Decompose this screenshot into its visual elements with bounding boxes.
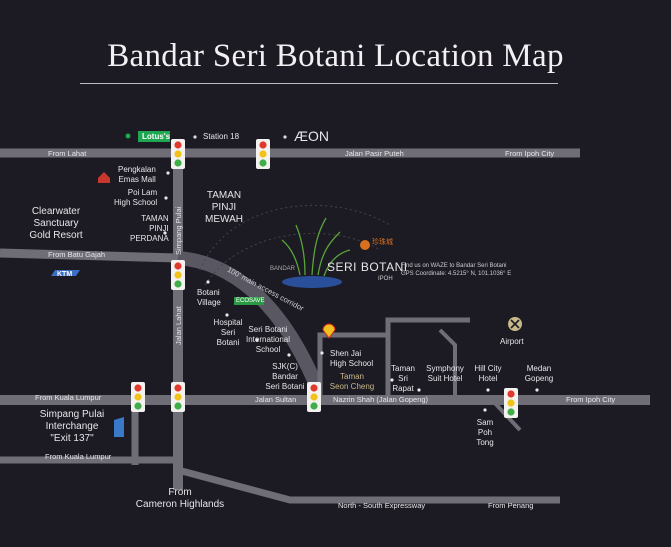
- shell-icon: [322, 323, 336, 339]
- jalan-pasir-puteh-label: Jalan Pasir Puteh: [345, 149, 404, 158]
- ecosave-label: ECOSAVE: [236, 298, 265, 304]
- mall-icon: [98, 172, 110, 183]
- interchange-marker: [114, 417, 124, 437]
- taman-seon-cheng-label: Taman Seon Cheng: [329, 372, 375, 391]
- traffic-light: [171, 382, 185, 412]
- traffic-lamp: [259, 159, 267, 167]
- traffic-light: [171, 260, 185, 290]
- nazrin-shah-label: Nazrin Shah (Jalan Gopeng): [333, 395, 429, 404]
- poi-lam-label: Poi Lam High School: [114, 188, 158, 207]
- jalan-sultan-label: Jalan Sultan: [255, 395, 297, 404]
- jalan-lahat-label: Jalan Lahat: [174, 306, 183, 345]
- traffic-light: [307, 382, 321, 412]
- traffic-light: [131, 382, 145, 412]
- traffic-lamp: [259, 150, 267, 158]
- traffic-lights: [131, 139, 518, 418]
- development-outline: [199, 204, 391, 286]
- from-ipoh-city-top-label: From Ipoh City: [505, 149, 555, 158]
- from-cameron-label: From Cameron Highlands: [135, 487, 225, 510]
- traffic-lamp: [174, 262, 182, 270]
- hospital-label: Hospital Seri Botani: [213, 318, 243, 347]
- title-underline: [80, 83, 558, 84]
- traffic-lamp: [174, 271, 182, 279]
- aeon-dot: [283, 135, 287, 139]
- traffic-light: [256, 139, 270, 169]
- lotus-marker: [138, 131, 170, 142]
- station18-dot: [193, 135, 197, 139]
- traffic-lamp: [134, 402, 142, 410]
- from-kl-2-label: From Kuala Lumpur: [45, 452, 112, 461]
- aeon-label: ÆON: [294, 128, 329, 144]
- traffic-lamp: [174, 384, 182, 392]
- sam-poh-tong-label: Sam Poh Tong: [476, 418, 494, 447]
- traffic-lamp: [310, 393, 318, 401]
- airport-label: Airport: [500, 337, 524, 346]
- lotus-dot: [125, 133, 131, 139]
- airport-cross: [510, 319, 520, 329]
- map-title: Bandar Seri Botani Location Map: [107, 38, 564, 74]
- waze-label: Find us on WAZE to Bandar Seri Botani: [401, 263, 507, 269]
- seri-botani-intl-label: Seri Botani International School: [245, 325, 291, 354]
- traffic-lamp: [174, 141, 182, 149]
- nse-label: North - South Expressway: [338, 501, 426, 510]
- medan-gopeng-label: Medan Gopeng: [524, 364, 554, 383]
- simpang-pulai-interchange-label: Simpang Pulai Interchange "Exit 137": [39, 409, 105, 444]
- from-ipoh-city-right-label: From Ipoh City: [566, 395, 616, 404]
- logo-name: SERI BOTANI: [327, 260, 408, 274]
- shen-jai-label: Shen Jai High School: [330, 349, 374, 368]
- logo-flower: [360, 240, 370, 250]
- traffic-lamp: [174, 159, 182, 167]
- ktm-label: KTM: [57, 271, 73, 278]
- traffic-lamp: [174, 402, 182, 410]
- hill-city-label: Hill City Hotel: [474, 364, 502, 383]
- main-access-corridor: [177, 251, 323, 388]
- botani-village-label: Botani Village: [197, 288, 221, 307]
- ecosave-marker: [234, 297, 264, 305]
- logo-chinese: 珍珠城: [372, 239, 393, 246]
- station18-label: Station 18: [203, 132, 240, 141]
- traffic-lamp: [310, 402, 318, 410]
- gps-label: GPS Coordinate: 4.5215° N, 101.1036° E: [401, 271, 512, 277]
- taman-pinji-perdana-label: TAMAN PINJI PERDANA: [130, 214, 169, 243]
- traffic-lamp: [310, 384, 318, 392]
- traffic-lamp: [507, 390, 515, 398]
- taman-pinji-mewah-label: TAMAN PINJI MEWAH: [205, 190, 243, 225]
- symphony-label: Symphony Suit Hotel: [426, 364, 464, 383]
- traffic-lamp: [259, 141, 267, 149]
- from-kl-1-label: From Kuala Lumpur: [35, 393, 102, 402]
- local-street-3: [438, 328, 457, 400]
- simpang-pulai-label: Simpang Pulai: [174, 206, 183, 255]
- traffic-lamp: [507, 408, 515, 416]
- logo-water: [282, 276, 342, 288]
- taman-sri-rapat-label: Taman Sri Rapat: [390, 364, 416, 393]
- traffic-light: [504, 388, 518, 418]
- logo-ipoh: IPOH: [378, 276, 393, 282]
- lotus-label: Lotus's: [142, 132, 171, 141]
- sjkc-label: SJK(C) Bandar Seri Botani: [265, 362, 305, 391]
- traffic-lamp: [174, 393, 182, 401]
- traffic-lamp: [134, 393, 142, 401]
- clearwater-label: Clearwater Sanctuary Gold Resort: [29, 206, 83, 241]
- traffic-lamp: [134, 384, 142, 392]
- batu-gajah-road: [0, 248, 179, 263]
- traffic-lamp: [174, 280, 182, 288]
- pengkalan-label: Pengkalan Emas Mall: [118, 165, 156, 184]
- north-south-expressway: [177, 466, 560, 504]
- traffic-light: [171, 139, 185, 169]
- seri-botani-logo-art: [281, 217, 351, 277]
- logo-bandar: BANDAR: [270, 266, 296, 272]
- traffic-lamp: [507, 399, 515, 407]
- ktm-logo: [51, 270, 80, 276]
- from-penang-label: From Penang: [488, 501, 534, 510]
- traffic-lamp: [174, 150, 182, 158]
- from-batu-gajah-label: From Batu Gajah: [48, 250, 106, 259]
- from-lahat-label: From Lahat: [48, 149, 87, 158]
